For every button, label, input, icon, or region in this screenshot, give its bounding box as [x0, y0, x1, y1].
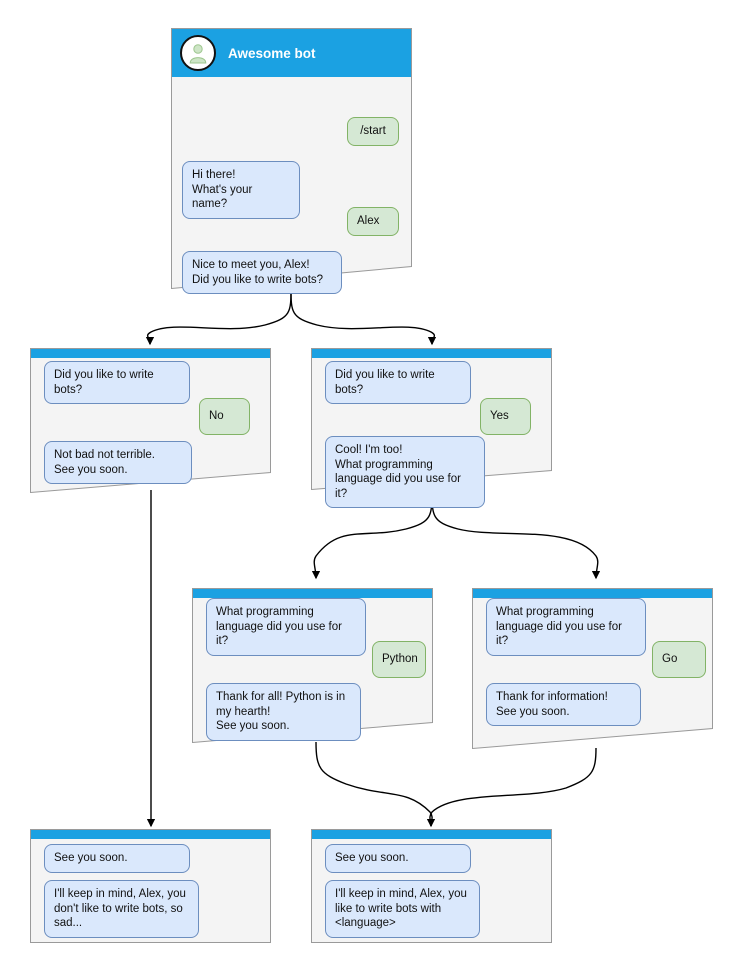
message-bubble-user: Go: [652, 641, 706, 678]
message-bubble-bot: Did you like to write bots?: [44, 361, 190, 404]
message-bubble-bot: What programming language did you use fo…: [486, 598, 646, 656]
message-bubble-bot: Did you like to write bots?: [325, 361, 471, 404]
message-bubble-bot: See you soon.: [44, 844, 190, 873]
message-bubble-bot: Hi there! What's your name?: [182, 161, 300, 219]
card-header-end-no: [31, 830, 270, 839]
message-list-end-no: See you soon. I'll keep in mind, Alex, y…: [31, 839, 270, 943]
message-bubble-bot: Cool! I'm too! What programming language…: [325, 436, 485, 508]
chat-card-go-branch[interactable]: What programming language did you use fo…: [472, 588, 713, 749]
card-header-end-yes: [312, 830, 551, 839]
edge-go-to-end-yes: [429, 747, 597, 827]
card-header-python-branch: [193, 589, 432, 598]
card-header-yes-branch: [312, 349, 551, 358]
message-list-end-yes: See you soon. I'll keep in mind, Alex, y…: [312, 839, 551, 943]
chat-card-root[interactable]: Awesome bot /start Hi there! What's your…: [171, 28, 412, 294]
message-bubble-bot: Not bad not terrible. See you soon.: [44, 441, 192, 484]
card-header-root: Awesome bot: [172, 29, 411, 77]
bot-name-label: Awesome bot: [228, 45, 316, 61]
message-list-root: /start Hi there! What's your name? Alex …: [172, 77, 411, 294]
message-bubble-bot: What programming language did you use fo…: [206, 598, 366, 656]
message-bubble-user: /start: [347, 117, 399, 146]
message-list-python-branch: What programming language did you use fo…: [193, 598, 432, 743]
message-bubble-bot: Nice to meet you, Alex! Did you like to …: [182, 251, 342, 294]
chat-card-python-branch[interactable]: What programming language did you use fo…: [192, 588, 433, 743]
chat-card-end-no[interactable]: See you soon. I'll keep in mind, Alex, y…: [30, 829, 271, 943]
chat-card-yes-branch[interactable]: Did you like to write bots? Yes Cool! I'…: [311, 348, 552, 508]
message-bubble-bot: Thank for all! Python is in my hearth! S…: [206, 683, 361, 741]
chat-card-end-yes[interactable]: See you soon. I'll keep in mind, Alex, y…: [311, 829, 552, 943]
message-bubble-user: Yes: [480, 398, 531, 435]
card-header-no-branch: [31, 349, 270, 358]
message-list-yes-branch: Did you like to write bots? Yes Cool! I'…: [312, 358, 551, 508]
message-bubble-bot: Thank for information! See you soon.: [486, 683, 641, 726]
message-list-no-branch: Did you like to write bots? No Not bad n…: [31, 358, 270, 493]
edge-root-to-no: [145, 287, 292, 346]
chat-card-no-branch[interactable]: Did you like to write bots? No Not bad n…: [30, 348, 271, 493]
edge-root-to-yes: [290, 287, 437, 346]
message-bubble-bot: I'll keep in mind, Alex, you like to wri…: [325, 880, 480, 938]
message-bubble-bot: See you soon.: [325, 844, 471, 873]
message-list-go-branch: What programming language did you use fo…: [473, 598, 712, 749]
card-header-go-branch: [473, 589, 712, 598]
message-bubble-user: Alex: [347, 207, 399, 236]
message-bubble-bot: I'll keep in mind, Alex, you don't like …: [44, 880, 199, 938]
message-bubble-user: No: [199, 398, 250, 435]
person-icon: [180, 35, 216, 71]
edge-python-to-end-yes: [315, 741, 436, 828]
message-bubble-user: Python: [372, 641, 426, 678]
